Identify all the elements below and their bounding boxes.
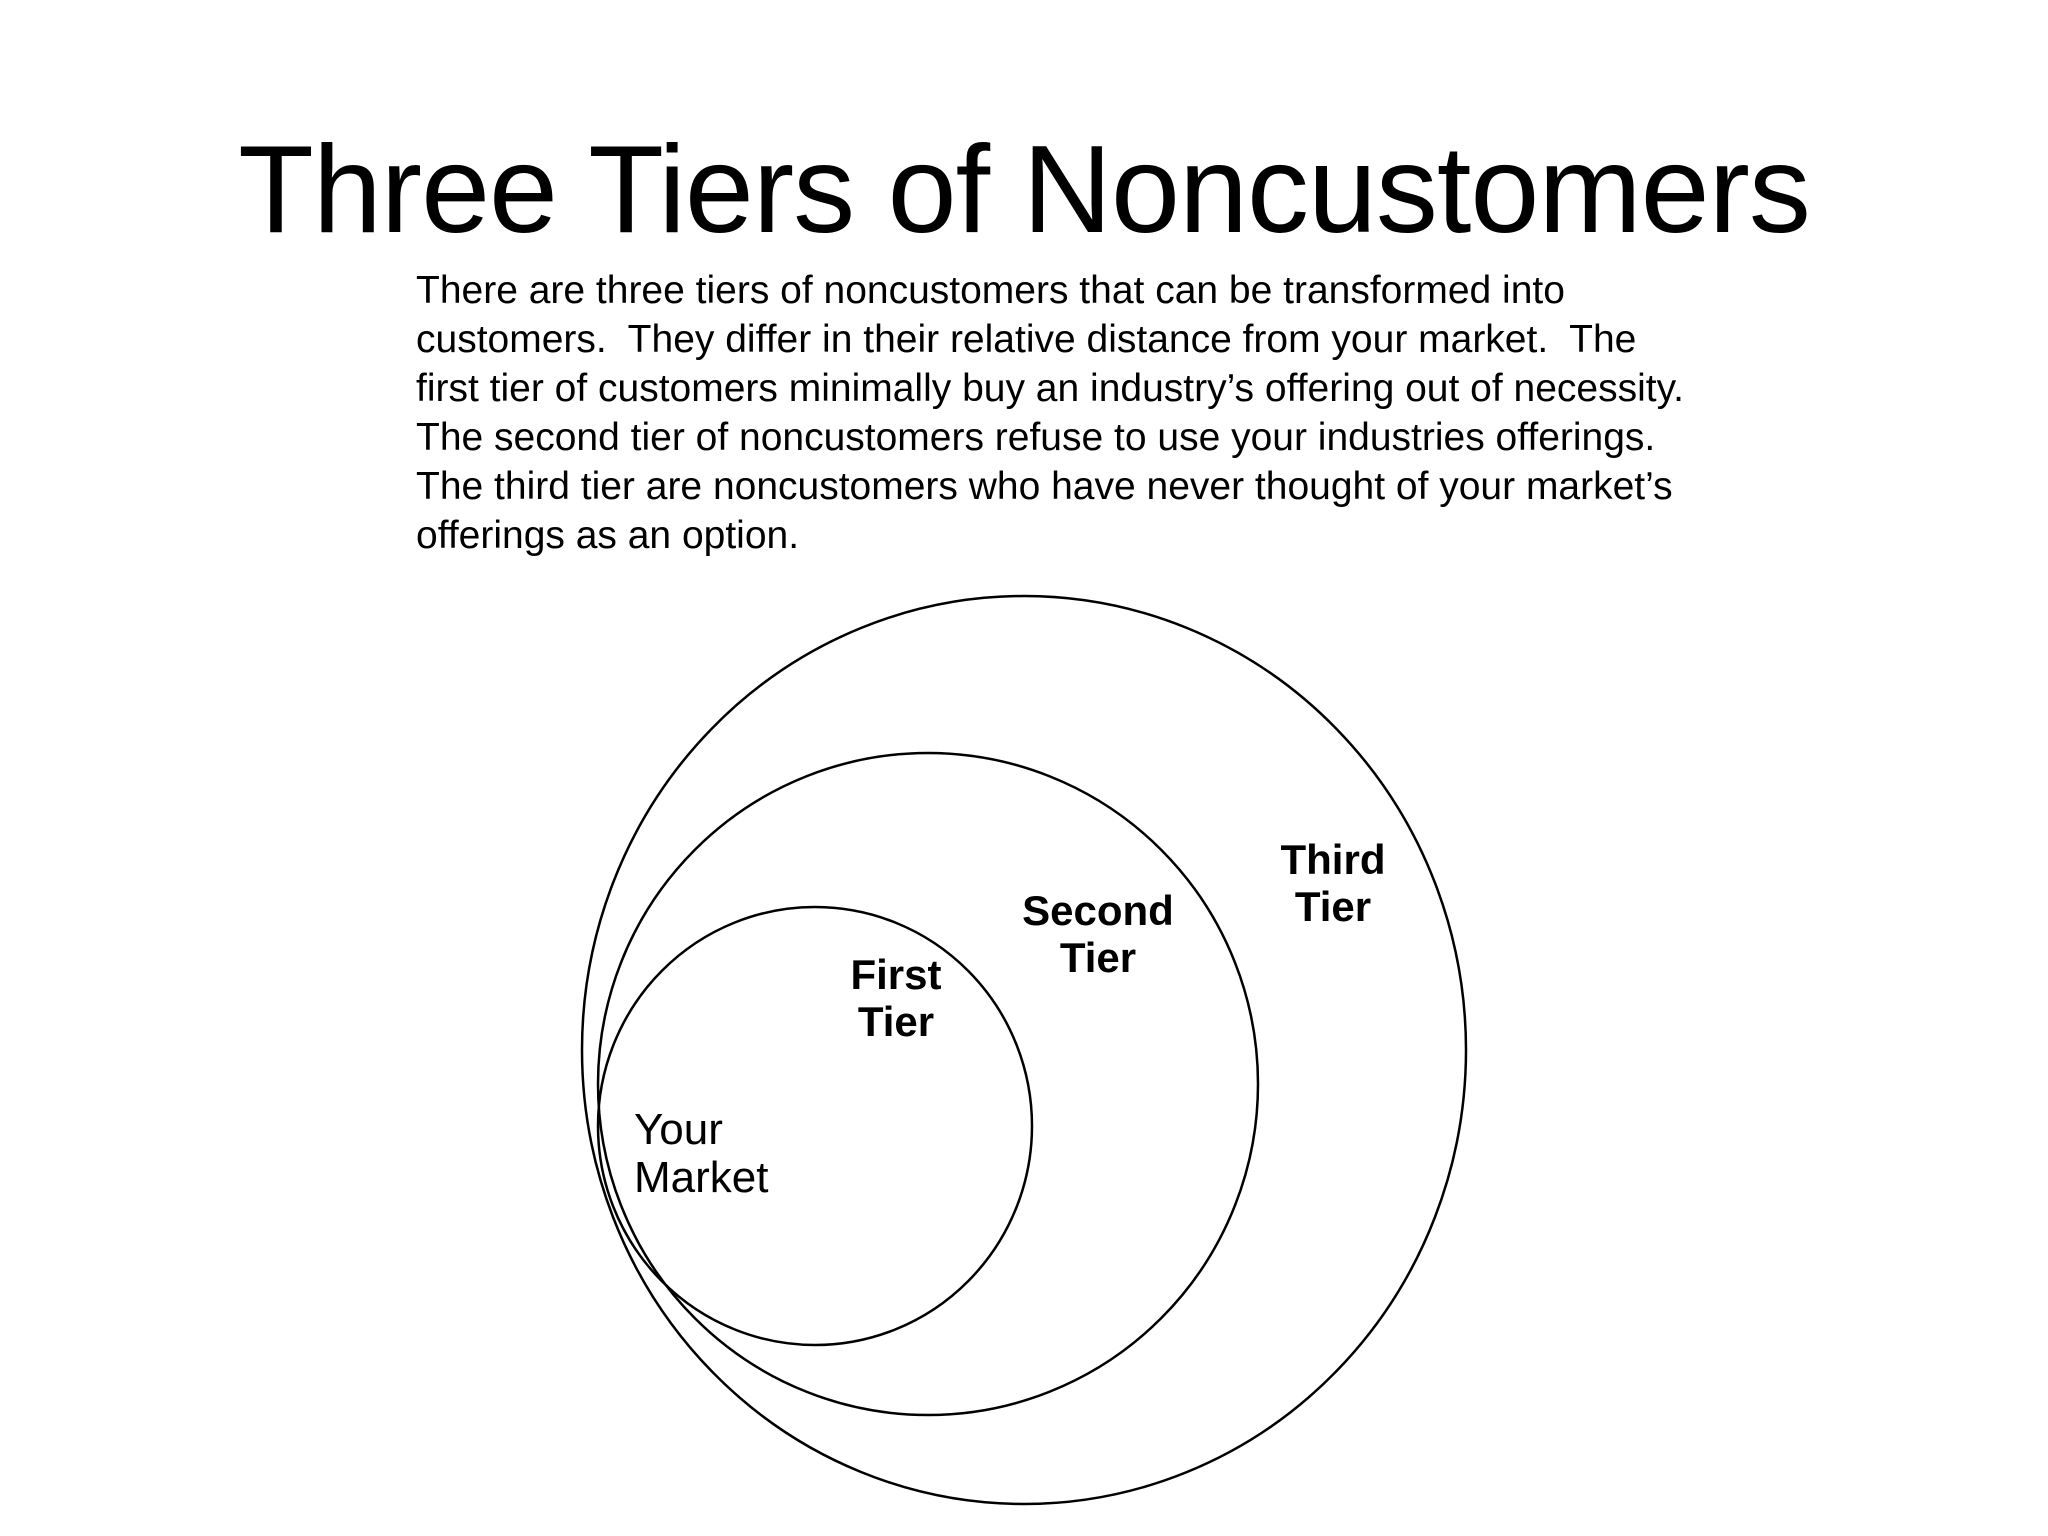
second-tier-circle bbox=[596, 751, 1260, 1417]
your-market-label: Your Market bbox=[634, 1105, 769, 1202]
slide-title: Three Tiers of Noncustomers bbox=[238, 121, 1811, 259]
second-tier-label: Second Tier bbox=[1022, 887, 1174, 981]
first-tier-circle bbox=[596, 905, 1034, 1347]
slide-description: There are three tiers of noncustomers th… bbox=[416, 269, 1685, 557]
third-tier-circle bbox=[580, 594, 1468, 1506]
third-tier-label: Third Tier bbox=[1280, 836, 1386, 930]
first-tier-label: First Tier bbox=[850, 951, 942, 1045]
